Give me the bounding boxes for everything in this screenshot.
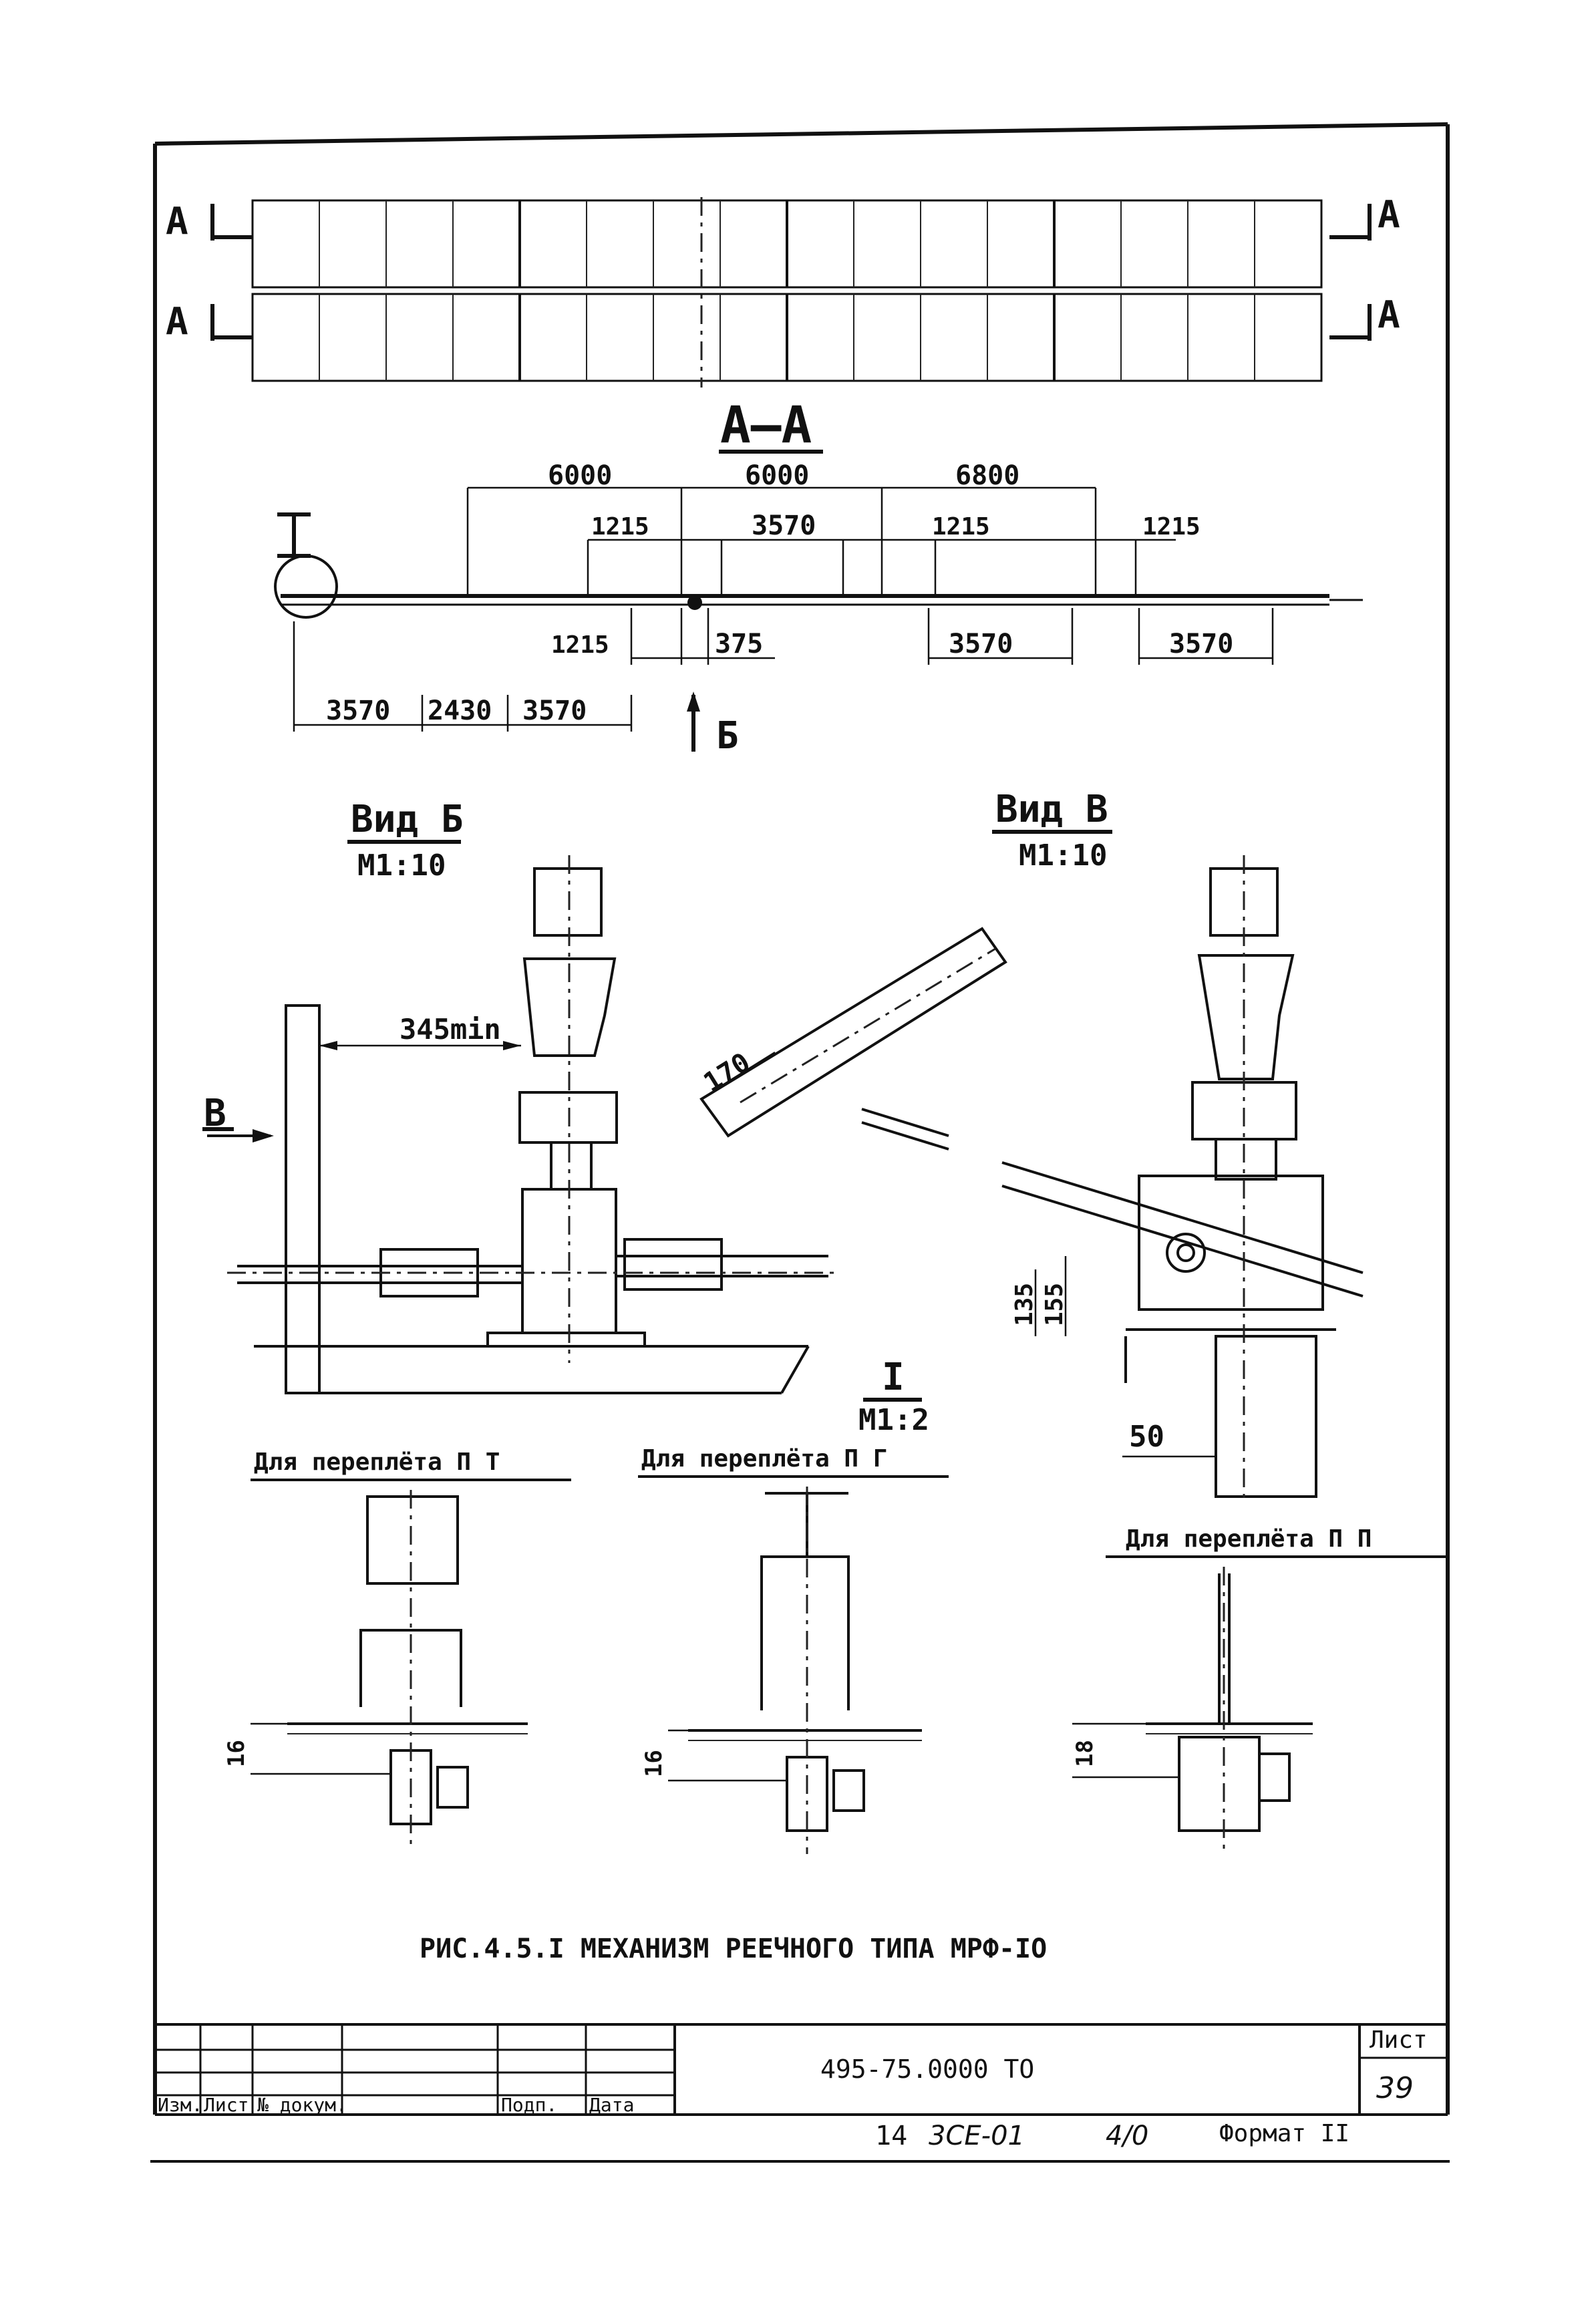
dim-low-3: 3570: [949, 629, 1013, 659]
variant-pt-dim: 16: [223, 1740, 250, 1767]
variant-pp-label: Для переплёта П П: [1126, 1525, 1372, 1553]
view-v-dim-50: 50: [1129, 1420, 1164, 1454]
drawing-frame: [150, 122, 1450, 2163]
dim-low-4: 3570: [1169, 629, 1233, 659]
col-dokum: № докум.: [257, 2094, 347, 2116]
variant-pp-dim: 18: [1072, 1740, 1098, 1767]
variant-pp: Для переплёта П П 18: [1072, 1525, 1448, 1854]
footer-handwritten-1: 3СЕ-01: [929, 2121, 1025, 2151]
view-v-dim-170: 170: [698, 1047, 756, 1098]
section-mark-a-right-1: A: [1378, 193, 1400, 237]
variant-pg-dim: 16: [641, 1750, 667, 1777]
col-izm: Изм.: [158, 2094, 202, 2116]
dim-bottom-2: 2430: [428, 696, 492, 726]
detail-title: I: [882, 1356, 905, 1399]
section-mark-b: Б: [716, 714, 739, 758]
dim-top-2: 6000: [745, 460, 809, 491]
view-v-dim-135: 135: [1011, 1283, 1038, 1326]
footer-handwritten-2: 4/0: [1106, 2121, 1148, 2151]
section-title: A–A: [720, 395, 812, 454]
plan-view: A A A A: [166, 193, 1400, 388]
footer-number: 14: [875, 2121, 907, 2151]
dim-low-1: 1215: [551, 631, 609, 659]
view-b: Вид Б М1:10 345min В: [202, 798, 835, 1394]
dim-low-2: 375: [715, 629, 763, 659]
view-b-title: Вид Б: [351, 798, 464, 841]
figure-caption: РИС.4.5.I МЕХАНИЗМ РЕЕЧНОГО ТИПА МРФ-IО: [420, 1934, 1047, 1964]
section-mark-a-left-1: A: [166, 200, 188, 243]
dim-mid-2: 3570: [752, 510, 816, 541]
view-v-scale: М1:10: [1019, 838, 1107, 873]
col-list: Лист: [204, 2094, 249, 2116]
section-a-a: A–A: [274, 395, 1363, 752]
variant-pg-label: Для переплёта П Г: [641, 1445, 887, 1473]
variant-pt: Для переплёта П Т 16: [223, 1448, 571, 1844]
dim-mid-4: 1215: [1142, 513, 1201, 541]
col-podp: Подп.: [501, 2094, 557, 2116]
variant-pt-label: Для переплёта П Т: [254, 1448, 500, 1476]
format-label: Формат II: [1219, 2120, 1349, 2147]
dim-bottom-1: 3570: [326, 696, 390, 726]
variant-pg: Для переплёта П Г 16: [638, 1445, 949, 1854]
view-v: Вид В М1:10 170 135 155 50: [698, 788, 1364, 1503]
view-v-title: Вид В: [995, 788, 1108, 831]
dim-mid-1: 1215: [591, 513, 649, 541]
section-mark-a-right-2: A: [1378, 293, 1400, 337]
view-v-dim-155: 155: [1041, 1283, 1068, 1326]
dim-top-1: 6000: [548, 460, 612, 491]
col-data: Дата: [589, 2094, 634, 2116]
document-code: 495-75.0000 ТО: [820, 2054, 1034, 2084]
title-block: Изм. Лист № докум. Подп. Дата 495-75.000…: [155, 2023, 1448, 2151]
view-b-scale: М1:10: [357, 849, 446, 883]
view-b-dim-345: 345min: [400, 1013, 501, 1046]
dimension-labels: 6000 6000 6800 1215 3570 1215 1215 1215 …: [326, 460, 1233, 758]
dim-mid-3: 1215: [932, 513, 990, 541]
sheet-label: Лист: [1370, 2026, 1428, 2054]
detail-scale: М1:2: [858, 1403, 929, 1437]
dim-top-3: 6800: [955, 460, 1019, 491]
section-mark-a-left-2: A: [166, 300, 188, 343]
dim-bottom-3: 3570: [522, 696, 587, 726]
detail-i: I М1:2: [858, 1356, 929, 1437]
sheet-number: 39: [1376, 2071, 1414, 2105]
